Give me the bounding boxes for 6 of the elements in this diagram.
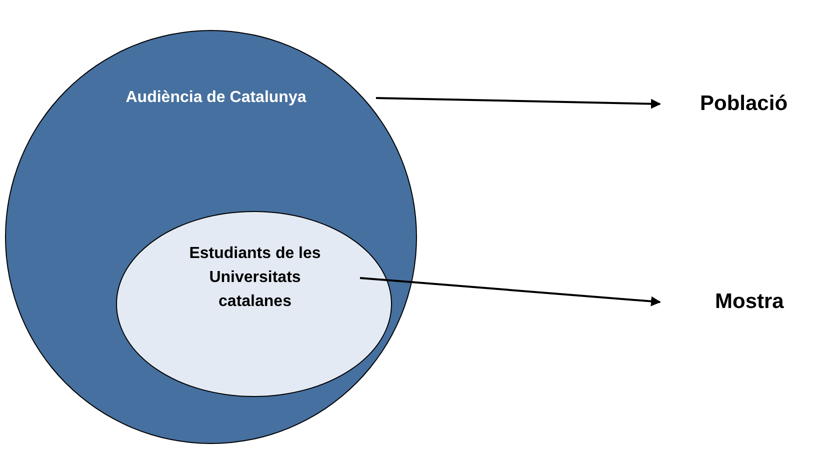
circle-text: Audiència de Catalunya (124, 88, 308, 108)
arrow (360, 277, 661, 306)
sample-label: Mostra (715, 284, 815, 320)
circle-text: Estudiants de les Universitats catalanes (188, 244, 322, 312)
arrow (376, 97, 661, 109)
population-label: Població (700, 86, 835, 122)
